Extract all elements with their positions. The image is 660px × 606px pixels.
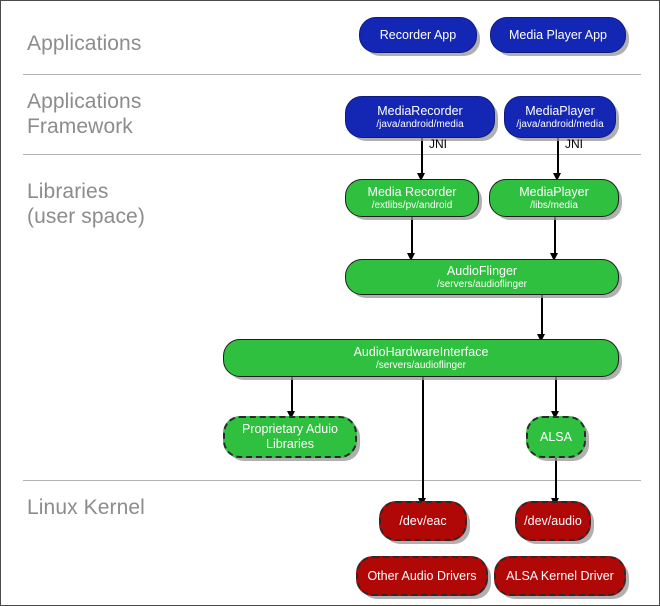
node-dev-audio-title: /dev/audio [524, 513, 582, 528]
arrowhead-audioflinger-to-audiohardwareinterface [537, 334, 545, 342]
node-dev-eac[interactable]: /dev/eac [379, 501, 467, 541]
layer-label-libraries: Libraries (user space) [27, 180, 145, 228]
node-media-recorder-lib[interactable]: Media Recorder /extlibs/pv/android [345, 179, 479, 217]
connector-label-jni-player: JNI [565, 137, 583, 151]
arrowhead-ahi-to-alsa [551, 411, 559, 419]
node-mediarecorder-framework[interactable]: MediaRecorder /java/android/media [345, 96, 495, 138]
node-audiohardwareinterface[interactable]: AudioHardwareInterface /servers/audiofli… [223, 339, 619, 377]
divider-applications-framework [23, 154, 641, 155]
arrowhead-media-recorder-to-audioflinger [407, 253, 415, 261]
node-mediaplayer-lib[interactable]: MediaPlayer /libs/media [489, 179, 619, 217]
node-recorder-app[interactable]: Recorder App [359, 17, 477, 53]
connector-mediaplayer-to-lib [557, 138, 559, 176]
connector-mediarecorder-to-lib [421, 138, 423, 176]
layer-label-linux-kernel: Linux Kernel [27, 496, 145, 519]
node-dev-eac-title: /dev/eac [399, 513, 447, 528]
node-recorder-app-title: Recorder App [379, 27, 457, 42]
node-mediaplayer-lib-title: MediaPlayer [519, 184, 589, 199]
node-audiohardwareinterface-title: AudioHardwareInterface [353, 344, 489, 359]
connector-alsa-to-dev-audio [555, 456, 557, 502]
node-dev-audio[interactable]: /dev/audio [515, 501, 591, 541]
node-mediaplayer-framework[interactable]: MediaPlayer /java/android/media [504, 96, 616, 138]
connector-mediaplayer-to-audioflinger [554, 217, 556, 255]
node-alsa-kernel-driver[interactable]: ALSA Kernel Driver [494, 556, 626, 596]
node-other-audio-drivers[interactable]: Other Audio Drivers [356, 556, 488, 596]
node-audioflinger[interactable]: AudioFlinger /servers/audioflinger [345, 259, 619, 295]
node-mediarecorder-framework-title: MediaRecorder [377, 103, 463, 118]
connector-ahi-to-alsa [555, 376, 557, 414]
node-mediaplayer-framework-path: /java/android/media [516, 118, 604, 130]
connector-label-jni-recorder: JNI [429, 137, 447, 151]
node-other-audio-drivers-title: Other Audio Drivers [367, 568, 477, 583]
arrowhead-mediaplayer-to-audioflinger [550, 253, 558, 261]
node-audioflinger-path: /servers/audioflinger [436, 278, 528, 290]
node-media-player-app[interactable]: Media Player App [490, 17, 626, 53]
node-media-recorder-lib-path: /extlibs/pv/android [371, 199, 453, 211]
node-audioflinger-title: AudioFlinger [446, 263, 518, 278]
node-alsa[interactable]: ALSA [526, 416, 586, 458]
node-mediaplayer-lib-path: /libs/media [530, 199, 578, 211]
arrowhead-mediaplayer-to-lib [553, 173, 561, 181]
arrowhead-ahi-to-proprietary-libraries [287, 411, 295, 419]
node-proprietary-audio-libraries[interactable]: Proprietary Aduio Libraries [223, 416, 357, 458]
node-audiohardwareinterface-path: /servers/audioflinger [375, 359, 467, 371]
layer-label-applications-framework: Applications Framework [27, 90, 142, 138]
connector-audioflinger-to-audiohardwareinterface [541, 293, 543, 337]
node-mediarecorder-framework-path: /java/android/media [376, 118, 464, 130]
connector-media-recorder-to-audioflinger [411, 217, 413, 255]
connector-ahi-to-dev-eac [422, 376, 424, 503]
node-alsa-title: ALSA [540, 429, 572, 444]
node-mediaplayer-framework-title: MediaPlayer [525, 103, 595, 118]
layer-label-applications: Applications [27, 32, 142, 55]
divider-applications [23, 74, 641, 75]
node-media-player-app-title: Media Player App [509, 27, 607, 42]
node-media-recorder-lib-title: Media Recorder [367, 184, 457, 199]
connector-ahi-to-proprietary-libraries [291, 376, 293, 414]
divider-libraries [23, 480, 641, 481]
arrowhead-mediarecorder-to-lib [417, 173, 425, 181]
node-alsa-kernel-driver-title: ALSA Kernel Driver [506, 568, 614, 583]
node-proprietary-audio-libraries-title: Proprietary Aduio Libraries [242, 422, 338, 451]
